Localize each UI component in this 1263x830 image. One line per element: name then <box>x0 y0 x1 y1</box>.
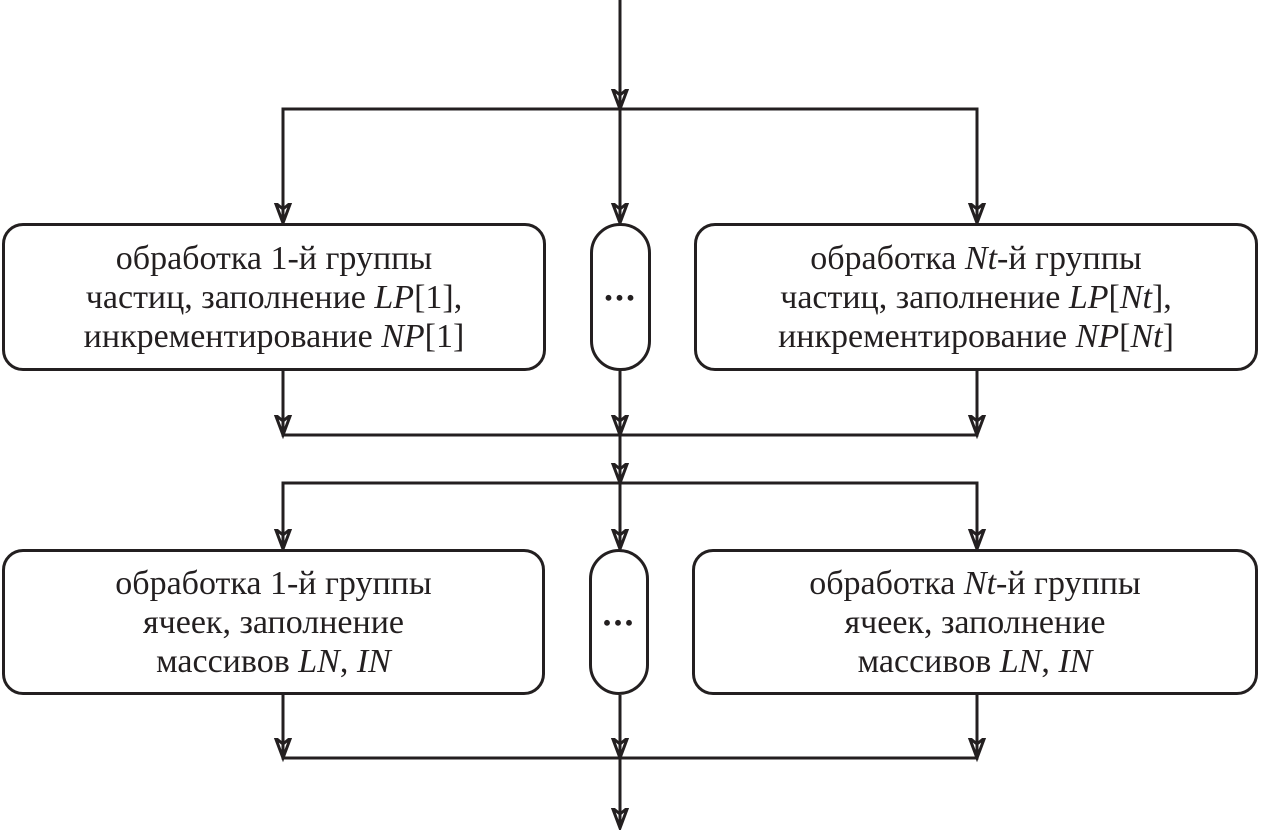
ellipsis-dots: ... <box>604 267 637 308</box>
node-ellipsis-row1: ... <box>590 223 651 371</box>
text-line: инкрементирование NP[1] <box>83 317 465 355</box>
text-line: ячеек, заполнение <box>844 603 1106 641</box>
text-line: инкрементирование NP[Nt] <box>778 317 1174 355</box>
ellipsis-dots: ... <box>602 592 636 633</box>
text-line: обработка Nt-й группы <box>810 239 1142 277</box>
text-line: обработка 1-й группы <box>115 564 432 602</box>
fork-split-lines <box>281 107 979 760</box>
node-ellipsis-row2: ... <box>589 549 649 695</box>
text-line: частиц, заполнение LP[1], <box>85 278 463 316</box>
arrow-connectors <box>283 0 977 828</box>
text-line: частиц, заполнение LP[Nt], <box>780 278 1172 316</box>
text-line: массивов LN, IN <box>156 642 391 680</box>
text-line: ячеек, заполнение <box>143 603 404 641</box>
text-line: обработка 1-й группы <box>115 239 433 277</box>
text-line: массивов LN, IN <box>857 642 1093 680</box>
text-line: обработка Nt-й группы <box>809 564 1141 602</box>
